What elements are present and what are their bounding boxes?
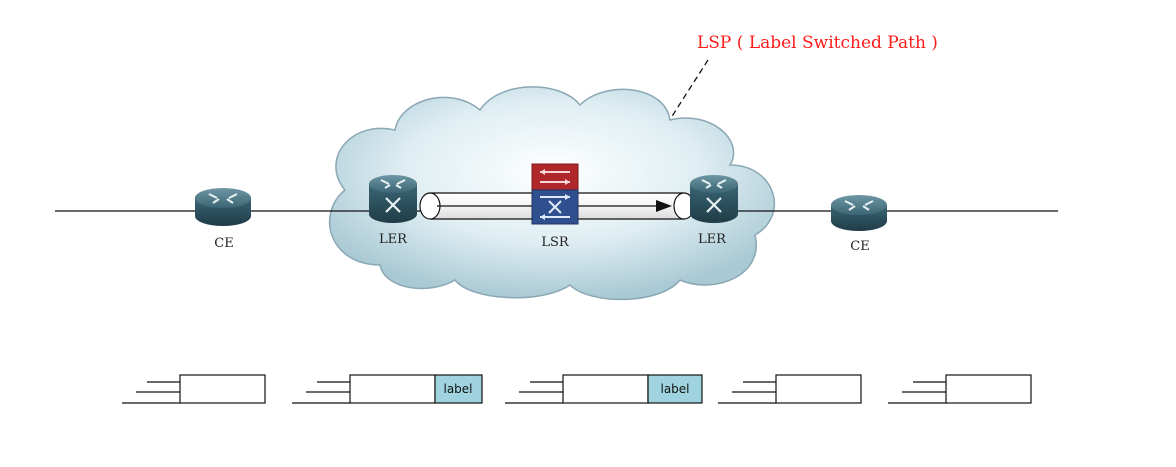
ler-right-router bbox=[690, 175, 738, 223]
switch-icon bbox=[531, 163, 579, 225]
packet-3: label bbox=[505, 374, 703, 404]
lsp-direction-arrowhead bbox=[656, 200, 672, 212]
ler-left-label: LER bbox=[379, 232, 408, 247]
mpls-label-box bbox=[434, 374, 483, 404]
packet-5 bbox=[888, 374, 1032, 404]
lsr-switch bbox=[531, 163, 579, 225]
packet-2: label bbox=[292, 374, 483, 404]
mpls-label-box bbox=[647, 374, 703, 404]
ce-left-router bbox=[195, 188, 251, 226]
router-icon bbox=[195, 188, 251, 226]
packet-1 bbox=[122, 374, 266, 404]
router-icon bbox=[369, 175, 417, 223]
ler-right-label: LER bbox=[698, 232, 727, 247]
ler-left-router bbox=[369, 175, 417, 223]
router-icon bbox=[831, 195, 887, 231]
lsp-title: LSP ( Label Switched Path ) bbox=[697, 33, 938, 53]
router-icon bbox=[690, 175, 738, 223]
mpls-label-text: label bbox=[443, 382, 472, 396]
lsr-label: LSR bbox=[541, 235, 570, 250]
mpls-label-text: label bbox=[660, 382, 689, 396]
packet-4 bbox=[718, 374, 862, 404]
ce-left-label: CE bbox=[214, 236, 233, 251]
ce-right-label: CE bbox=[850, 239, 869, 254]
ce-right-router bbox=[831, 195, 887, 231]
